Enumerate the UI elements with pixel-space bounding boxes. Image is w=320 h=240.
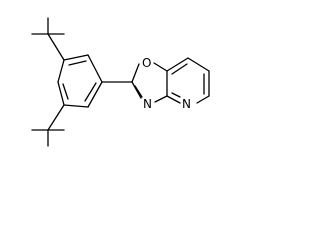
bond — [63, 104, 89, 108]
bond — [63, 54, 89, 61]
atom-label-oxygen: O — [142, 56, 151, 70]
bond — [166, 95, 181, 104]
bond — [171, 92, 181, 98]
bond — [57, 81, 65, 106]
bond — [87, 54, 103, 83]
atom-label-nitrogen-pyridine: N — [182, 97, 191, 111]
atom-label-nitrogen-oxazole: N — [143, 97, 152, 111]
bond — [196, 95, 210, 104]
bond — [87, 81, 103, 108]
bond — [131, 63, 140, 83]
molecule-drawing: O N N — [31, 17, 210, 147]
bond — [57, 59, 65, 83]
bond — [166, 57, 189, 72]
bond — [47, 33, 65, 61]
bond — [153, 62, 168, 72]
bond — [47, 104, 65, 131]
structure-diagram: O N N — [31, 17, 210, 147]
bond — [134, 85, 143, 98]
bond — [84, 82, 97, 102]
bond — [131, 81, 142, 99]
bond — [171, 63, 188, 75]
bond — [154, 95, 168, 103]
bond — [62, 83, 69, 100]
bond — [68, 60, 87, 66]
bond — [187, 57, 210, 72]
